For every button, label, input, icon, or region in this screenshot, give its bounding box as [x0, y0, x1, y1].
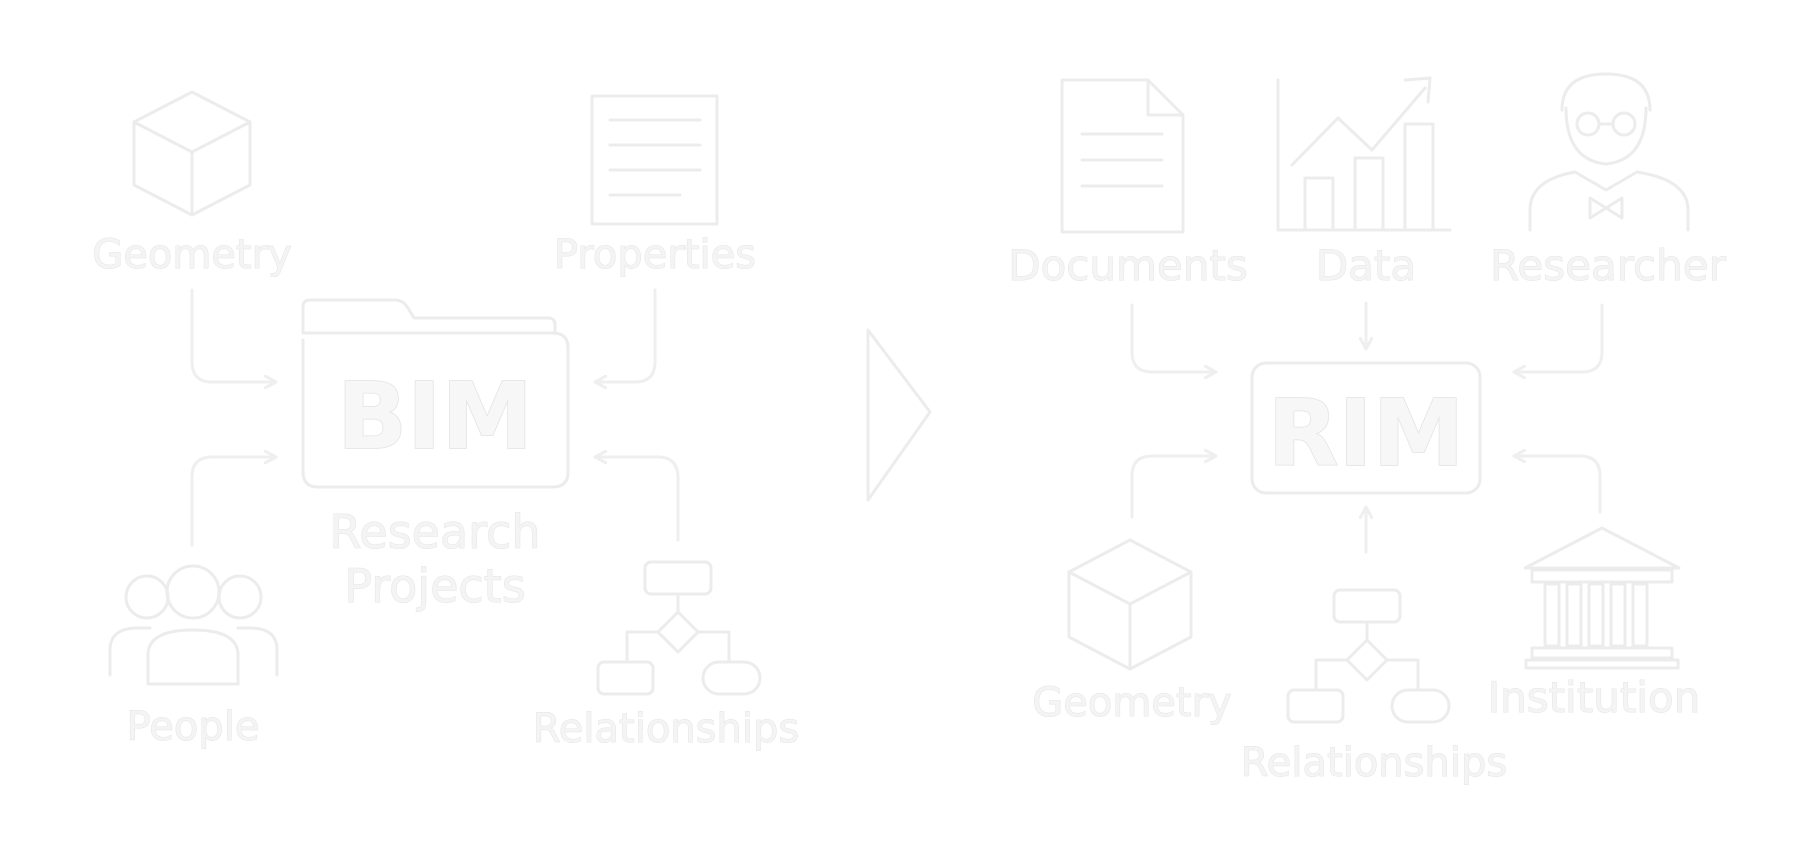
people-icon	[108, 564, 279, 686]
rim-researcher-label: Researcher	[1490, 241, 1726, 290]
bim-center-label: BIM	[337, 363, 533, 470]
transition-arrow-icon	[866, 328, 932, 502]
arrow-geometry-to-bim	[190, 288, 275, 382]
bim-people-label: People	[127, 704, 260, 750]
rim-center-label: RIM	[1268, 380, 1465, 487]
rim-data-label: Data	[1316, 241, 1416, 290]
arrow-geometry-to-rim	[1130, 456, 1215, 519]
flowchart-icon	[596, 560, 762, 696]
properties-document-icon	[590, 94, 719, 226]
rim-relationships-label: Relationships	[1241, 740, 1507, 786]
arrow-people-to-bim	[190, 457, 275, 547]
arrow-properties-to-bim	[596, 288, 657, 382]
researcher-icon	[1528, 72, 1690, 232]
cube-icon	[132, 90, 252, 217]
rim-geometry-label: Geometry	[1032, 680, 1231, 726]
arrow-relationships-to-bim	[596, 457, 680, 542]
institution-icon	[1523, 526, 1681, 670]
cube-icon	[1067, 538, 1193, 671]
arrow-documents-to-rim	[1130, 303, 1215, 372]
rim-center-box	[1250, 361, 1482, 495]
arrow-institution-to-rim	[1515, 456, 1602, 514]
bim-properties-label: Properties	[554, 232, 756, 278]
rim-documents-label: Documents	[1008, 241, 1247, 290]
research-caption-line1: Research	[330, 505, 541, 559]
bar-chart-icon	[1276, 76, 1452, 232]
bim-geometry-label: Geometry	[92, 232, 291, 278]
research-caption-line2: Projects	[344, 559, 525, 613]
rim-panel: Documents Data Researcher RIM	[1008, 72, 1727, 787]
folder-icon	[301, 298, 570, 489]
document-icon	[1060, 78, 1185, 234]
arrow-researcher-to-rim	[1515, 303, 1604, 372]
bim-panel: Geometry Properties BIM Research Project…	[92, 90, 800, 753]
flowchart-icon	[1286, 588, 1451, 724]
bim-relationships-label: Relationships	[533, 706, 799, 752]
rim-institution-label: Institution	[1488, 673, 1701, 722]
